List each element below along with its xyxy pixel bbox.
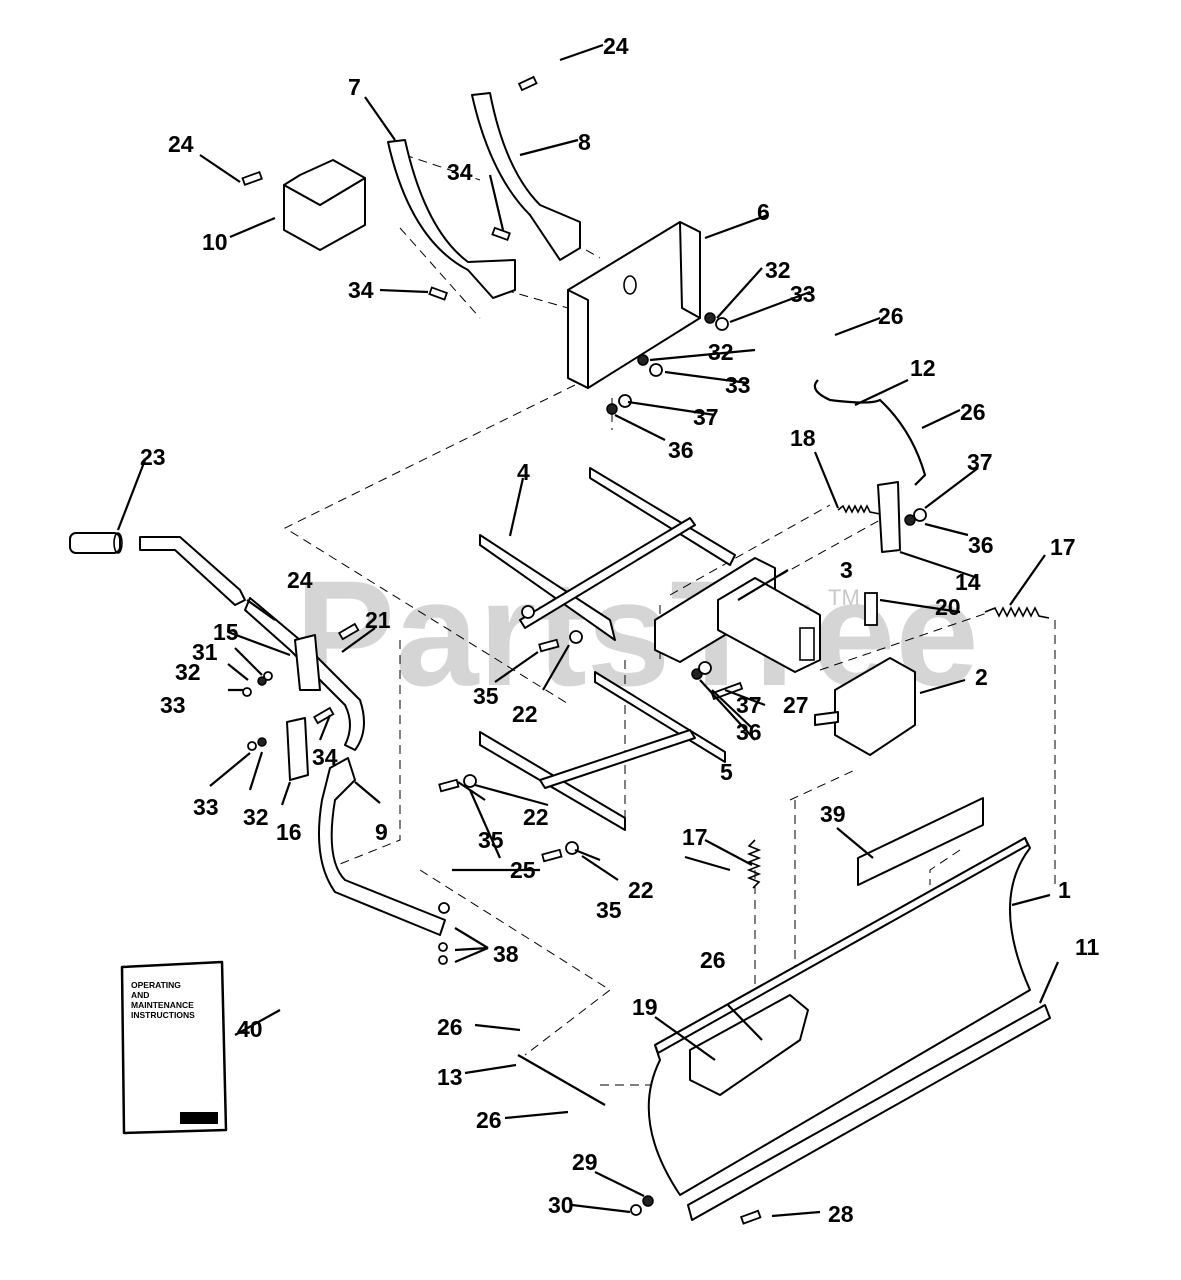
callout-37[interactable]: 37 bbox=[736, 692, 762, 718]
watermark-trademark: TM bbox=[828, 585, 860, 610]
callout-26[interactable]: 26 bbox=[437, 1014, 463, 1040]
part-17-spring-upper bbox=[984, 606, 1050, 619]
callout-37[interactable]: 37 bbox=[967, 449, 993, 475]
callout-31[interactable]: 31 bbox=[192, 639, 218, 665]
callout-22[interactable]: 22 bbox=[523, 804, 549, 830]
part-39-decal bbox=[857, 797, 984, 886]
callout-17[interactable]: 17 bbox=[1050, 534, 1076, 560]
callout-23[interactable]: 23 bbox=[140, 444, 166, 470]
callout-39[interactable]: 39 bbox=[820, 801, 846, 827]
part-5-frame bbox=[479, 671, 726, 831]
callout-10[interactable]: 10 bbox=[202, 229, 228, 255]
callout-17[interactable]: 17 bbox=[682, 824, 708, 850]
part-17-spring-lower bbox=[746, 839, 762, 889]
part-9-lever bbox=[317, 757, 446, 936]
part-21-handle bbox=[139, 536, 365, 751]
callout-27[interactable]: 27 bbox=[783, 692, 809, 718]
hardware bbox=[241, 75, 927, 1225]
callout-35[interactable]: 35 bbox=[596, 897, 622, 923]
callout-8[interactable]: 8 bbox=[578, 129, 591, 155]
callout-32[interactable]: 32 bbox=[243, 804, 269, 830]
part-3-tube bbox=[654, 557, 821, 673]
callout-25[interactable]: 25 bbox=[510, 857, 536, 883]
callout-32[interactable]: 32 bbox=[175, 659, 201, 685]
callout-14[interactable]: 14 bbox=[955, 569, 981, 595]
part-18-spring bbox=[837, 504, 881, 515]
callout-26[interactable]: 26 bbox=[960, 399, 986, 425]
callout-19[interactable]: 19 bbox=[632, 994, 658, 1020]
callout-29[interactable]: 29 bbox=[572, 1149, 598, 1175]
part-19-mount bbox=[689, 994, 809, 1096]
callout-28[interactable]: 28 bbox=[828, 1201, 854, 1227]
callout-35[interactable]: 35 bbox=[473, 683, 499, 709]
callout-40[interactable]: 40 bbox=[237, 1016, 263, 1042]
callout-1[interactable]: 1 bbox=[1058, 877, 1071, 903]
callout-34[interactable]: 34 bbox=[447, 159, 473, 185]
callout-33[interactable]: 33 bbox=[725, 372, 751, 398]
callout-6[interactable]: 6 bbox=[757, 199, 770, 225]
manual-title-line-1: OPERATING bbox=[131, 980, 181, 990]
callout-34[interactable]: 34 bbox=[312, 744, 338, 770]
callout-33[interactable]: 33 bbox=[790, 281, 816, 307]
part-2-bracket bbox=[814, 592, 916, 756]
callout-22[interactable]: 22 bbox=[512, 701, 538, 727]
manual-title-line-2: AND bbox=[131, 990, 149, 1000]
callout-16[interactable]: 16 bbox=[276, 819, 302, 845]
callout-18[interactable]: 18 bbox=[790, 425, 816, 451]
manual-label-bar bbox=[180, 1112, 218, 1124]
callout-38[interactable]: 38 bbox=[493, 941, 519, 967]
part-23-grip bbox=[69, 532, 123, 554]
callout-33[interactable]: 33 bbox=[193, 794, 219, 820]
callout-26[interactable]: 26 bbox=[700, 947, 726, 973]
part-11-cutting-edge bbox=[687, 1004, 1051, 1221]
part-15-bracket bbox=[294, 634, 321, 691]
callout-34[interactable]: 34 bbox=[348, 277, 374, 303]
callout-36[interactable]: 36 bbox=[968, 532, 994, 558]
callout-36[interactable]: 36 bbox=[668, 437, 694, 463]
part-10-shield bbox=[283, 159, 366, 251]
callout-2[interactable]: 2 bbox=[975, 664, 988, 690]
manual-title-line-4: INSTRUCTIONS bbox=[131, 1010, 195, 1020]
part-14-plate bbox=[877, 481, 901, 553]
callout-32[interactable]: 32 bbox=[708, 339, 734, 365]
part-7-bracket bbox=[387, 139, 516, 299]
part-16-bracket bbox=[286, 717, 309, 781]
callout-24[interactable]: 24 bbox=[603, 33, 629, 59]
callout-7[interactable]: 7 bbox=[348, 74, 361, 100]
callout-26[interactable]: 26 bbox=[476, 1107, 502, 1133]
watermark: PartsTree TM bbox=[295, 549, 979, 717]
callout-13[interactable]: 13 bbox=[437, 1064, 463, 1090]
callout-12[interactable]: 12 bbox=[910, 355, 936, 381]
callout-labels: 24 24 7 8 10 34 34 6 32 33 32 33 37 36 2… bbox=[140, 33, 1100, 1227]
callout-20[interactable]: 20 bbox=[935, 594, 961, 620]
callout-22[interactable]: 22 bbox=[628, 877, 654, 903]
part-4-frame bbox=[479, 467, 736, 641]
part-40-manual: OPERATING AND MAINTENANCE INSTRUCTIONS bbox=[120, 960, 228, 1135]
part-8-bracket bbox=[471, 92, 581, 261]
leader-lines bbox=[116, 43, 1060, 1218]
callout-3[interactable]: 3 bbox=[840, 557, 853, 583]
callout-21[interactable]: 21 bbox=[365, 607, 391, 633]
callout-32[interactable]: 32 bbox=[765, 257, 791, 283]
callout-26[interactable]: 26 bbox=[878, 303, 904, 329]
callout-5[interactable]: 5 bbox=[720, 759, 733, 785]
callout-24[interactable]: 24 bbox=[168, 131, 194, 157]
callout-9[interactable]: 9 bbox=[375, 819, 388, 845]
callout-36[interactable]: 36 bbox=[736, 719, 762, 745]
callout-33[interactable]: 33 bbox=[160, 692, 186, 718]
callout-30[interactable]: 30 bbox=[548, 1192, 574, 1218]
part-1-blade bbox=[647, 837, 1031, 1196]
part-6-plate bbox=[567, 221, 701, 389]
callout-4[interactable]: 4 bbox=[517, 459, 530, 485]
part-13-rod bbox=[517, 1054, 606, 1106]
callout-24[interactable]: 24 bbox=[287, 567, 313, 593]
callout-11[interactable]: 11 bbox=[1075, 934, 1100, 960]
part-12-rod bbox=[813, 379, 927, 486]
callout-35[interactable]: 35 bbox=[478, 827, 504, 853]
callout-15[interactable]: 15 bbox=[213, 619, 239, 645]
manual-title-line-3: MAINTENANCE bbox=[131, 1000, 194, 1010]
callout-37[interactable]: 37 bbox=[693, 404, 719, 430]
